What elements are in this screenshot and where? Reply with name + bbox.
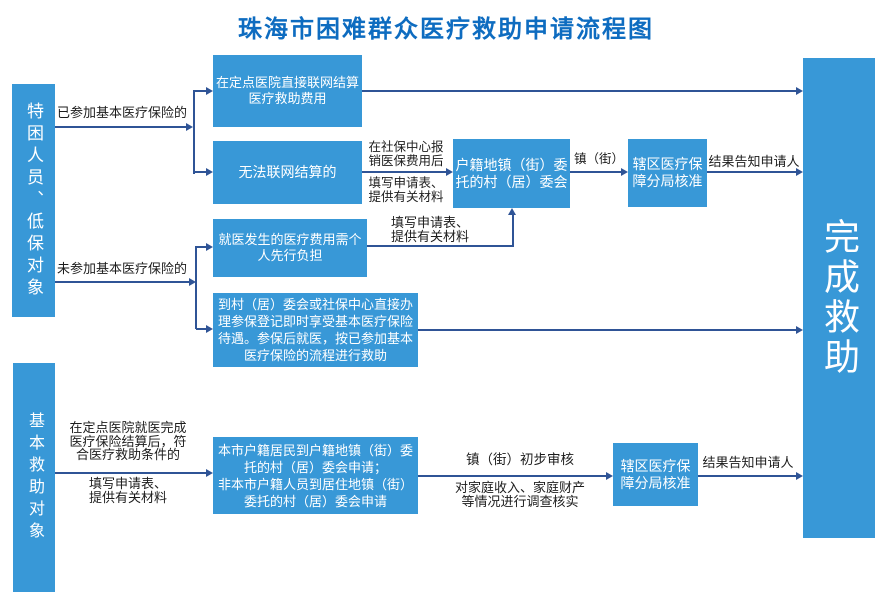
connector-selfpay-elbow-v <box>512 214 514 245</box>
connector-apply-to-bureau-arrowhead <box>606 472 613 480</box>
label-insured: 已参加基本医疗保险的 <box>56 105 187 120</box>
label-uninsured: 未参加基本医疗保险的 <box>56 261 187 276</box>
connector-insured-branch <box>193 90 195 174</box>
lane-basic-assist: 基本救助对象 <box>13 363 55 592</box>
label-result-bottom: 结果告知申请人 <box>702 455 794 470</box>
connector-bureau-to-complete-arrowhead <box>796 168 803 176</box>
label-form-top: 填写申请表、 提供有关材料 <box>368 176 444 204</box>
connector-basic-to-apply-line <box>55 472 206 474</box>
connector-to-register-arrowhead <box>206 325 213 333</box>
box-online-settlement: 在定点医院直接联网结算 医疗救助费用 <box>213 55 362 127</box>
label-investigate: 对家庭收入、家庭财产 等情况进行调查核实 <box>454 480 585 509</box>
connector-village-to-bureau-arrowhead <box>621 168 628 176</box>
box-apply-village-committee: 本市户籍居民到户籍地镇（街）委 托的村（居）委会申请； 非本市户籍人员到居住地镇… <box>213 437 418 514</box>
connector-selfpay-elbow-h <box>367 245 514 247</box>
connector-offline-to-village-line <box>362 171 446 173</box>
label-form-bottom: 填写申请表、 提供有关材料 <box>88 476 167 505</box>
connector-basic-to-apply-arrowhead <box>206 469 213 477</box>
connector-online-to-complete-line <box>362 90 796 92</box>
connector-apply-to-bureau-line <box>418 475 606 477</box>
box-self-pay-first: 就医发生的医疗费用需个 人先行负担 <box>213 219 367 277</box>
page-title: 珠海市困难群众医疗救助申请流程图 <box>238 16 654 43</box>
box-register-insurance: 到村（居）委会或社保中心直接办 理参保登记即时享受基本医疗保险 待遇。参保后就医… <box>213 293 418 367</box>
label-ssc-reimburse: 在社保中心报 销医保费用后 <box>368 140 444 168</box>
connector-to-selfpay-line <box>196 246 206 248</box>
connector-to-offline-arrowhead <box>206 168 213 176</box>
label-town-street: 镇（街） <box>573 152 624 166</box>
connector-uninsured-branch <box>195 246 197 329</box>
connector-uninsured-line <box>55 281 189 283</box>
connector-to-online-line <box>194 90 206 92</box>
connector-bureau2-to-complete-line <box>698 475 796 477</box>
connector-to-online-arrowhead <box>206 87 213 95</box>
connector-village-to-bureau-line <box>570 171 621 173</box>
connector-uninsured-arrowhead <box>189 278 196 286</box>
label-hospital-settle: 在定点医院就医完成 医疗保险结算后，符 合医疗救助条件的 <box>69 420 187 462</box>
box-village-committee-top: 户籍地镇（街）委 托的村（居）委会 <box>453 139 570 208</box>
connector-bureau2-to-complete-arrowhead <box>796 472 803 480</box>
box-offline-settlement: 无法联网结算的 <box>213 141 362 204</box>
connector-to-register-line <box>196 328 206 330</box>
connector-selfpay-arrowhead-up <box>508 208 516 215</box>
box-bureau-approve-bottom: 辖区医疗保 障分局核准 <box>613 443 698 506</box>
connector-to-offline-line <box>194 171 206 173</box>
label-form-selfpay: 填写申请表、 提供有关材料 <box>390 215 469 244</box>
connector-insured-line <box>55 126 186 128</box>
box-complete-assistance: 完成救助 <box>803 58 875 538</box>
connector-bureau-to-complete-line <box>707 171 796 173</box>
connector-online-to-complete-arrowhead <box>796 87 803 95</box>
label-result-top: 结果告知申请人 <box>708 154 800 169</box>
label-town-review: 镇（街）初步审核 <box>466 452 574 467</box>
connector-register-to-complete-arrowhead <box>796 326 803 334</box>
connector-offline-to-village-arrowhead <box>446 168 453 176</box>
connector-insured-arrowhead <box>186 123 193 131</box>
lane-special-poverty: 特困人员、低保对象 <box>12 84 55 317</box>
box-bureau-approve-top: 辖区医疗保 障分局核准 <box>628 139 707 207</box>
connector-register-to-complete-line <box>418 329 796 331</box>
connector-to-selfpay-arrowhead <box>206 243 213 251</box>
